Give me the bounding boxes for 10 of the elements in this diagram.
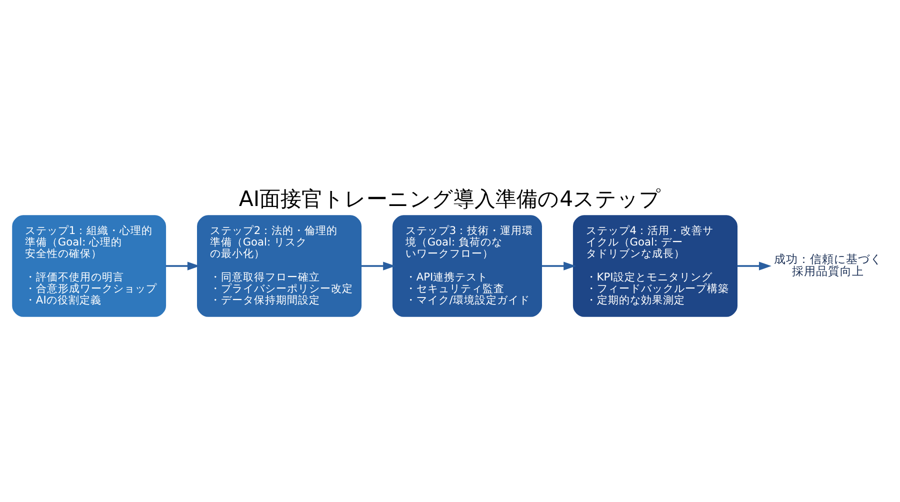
node-box: ステップ1：組織・心理的準備（Goal: 心理的安全性の確保） ・評価不使用の明言 ・合意形成ワークショップ ・AIの役割定義 [12, 215, 166, 317]
node-box: ステップ3：技術・運用環境（Goal: 負荷のないワークフロー） ・API連携テスト ・セキュリティ監査 ・マイク/環境設定ガイド [392, 215, 542, 317]
diagram-title: AI面接官トレーニング導入準備の4ステップ [238, 187, 662, 212]
node-box: ステップ2：法的・倫理的準備（Goal: リスクの最小化） ・同意取得フロー確立 ・プライバシーポリシー改定 ・データ保持期間設定 [197, 215, 362, 317]
node-text: 成功：信頼に基づく採用品質向上 [774, 252, 882, 278]
arrow [737, 262, 772, 270]
arrow [166, 262, 200, 270]
arrow [361, 262, 396, 270]
arrow [542, 262, 576, 270]
node-box: ステップ4：活用・改善サイクル（Goal: データドリブンな成長） ・KPI設定とモニタリング ・フィードバックループ構築 ・定期的な効果測定 [572, 215, 738, 317]
